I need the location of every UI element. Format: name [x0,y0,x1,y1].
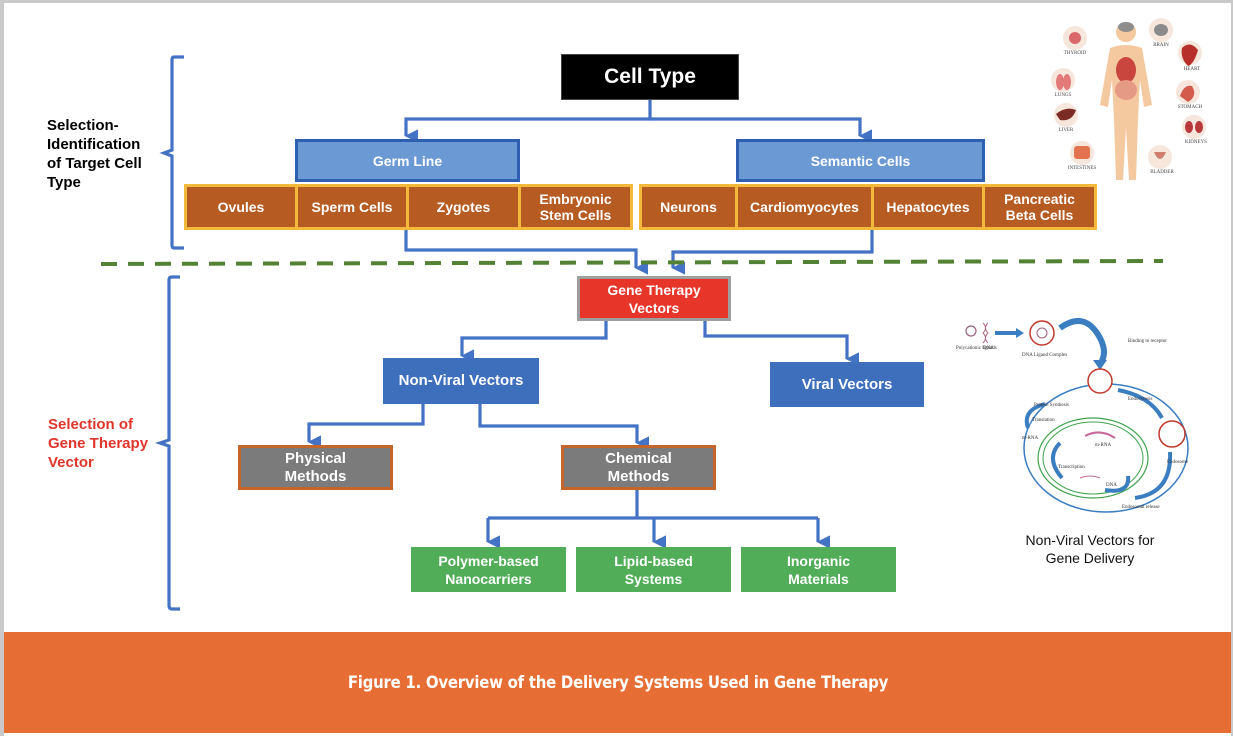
connector-nonviral-physical [307,404,425,449]
label-dna-nucleus: DNA [1106,483,1117,488]
dna-icon [982,322,989,344]
connector-germline-vectors [404,229,649,275]
figure-caption: Figure 1. Overview of the Delivery Syste… [347,672,888,693]
cell-type-root: Cell Type [561,54,739,100]
label-endosomal-release: Endosomal release [1122,505,1160,510]
section-divider [100,259,1164,266]
organ-label: THYROID [1064,51,1087,56]
cell-sperm-cells: Sperm Cells [298,187,406,227]
cell-ovules: Ovules [187,187,295,227]
endosome-icon [1158,420,1186,448]
organ-label: LUNGS [1055,93,1072,98]
material-inorganic-materials: Inorganic Materials [741,547,896,592]
category-semantic-cells: Semantic Cells [736,139,985,182]
delivery-illustration-caption: Non-Viral Vectors for Gene Delivery [1025,532,1155,566]
label-transcription: Transcription [1058,465,1085,470]
connector-celltype-germline [404,100,652,143]
figure-page [4,3,1231,736]
section1-label: Selection- Identification of Target Cell… [47,117,142,191]
section2-label: Selection of Gene Therapy Vector [48,416,149,471]
binding-arrow-icon [1058,317,1107,366]
connector-nonviral-chemical [478,404,650,450]
gene-therapy-vectors-root: Gene Therapy Vectors [577,276,731,321]
connector-celltype-semantic [650,117,873,143]
label-endocytosis: Endocytosis [1128,397,1152,402]
organ-label: STOMACH [1178,105,1203,110]
organ-label: INTESTINES [1068,166,1097,171]
anatomy-illustration: THYROID BRAIN HEART LUNGS STOMACH LIVER … [1030,10,1230,185]
cell-neurons: Neurons [642,187,735,227]
method-physical: Physical Methods [238,445,393,490]
label-dna: DNA [983,346,994,351]
organ-label: BRAIN [1153,43,1169,48]
label-mrna-nucleus: m-RNA [1095,443,1112,448]
organ-label: HEART [1184,67,1200,72]
label-mrna-cytoplasm: m-RNA [1022,436,1039,441]
method-chemical: Chemical Methods [561,445,716,490]
label-ligands: Polycationic ligands [956,346,997,351]
cell-zygotes: Zygotes [409,187,518,227]
type-non-viral-vectors: Non-Viral Vectors [383,358,539,404]
material-polymer-based-nanocarriers: Polymer-based Nanocarriers [411,547,566,592]
ligand-icon [965,325,977,337]
label-binding: Binding to receptor [1128,339,1167,344]
connector-vectors-nonviral [460,320,608,363]
organ-label: LIVER [1059,128,1074,133]
nucleus [1037,417,1149,499]
cell-pancreatic-beta-cells: Pancreatic Beta Cells [985,187,1094,227]
cell-delivery-diagram: Polycationic ligands DNA DNA Ligand Comp… [956,317,1189,513]
type-viral-vectors: Viral Vectors [770,362,924,407]
germ-line-cell-row: Ovules Sperm Cells Zygotes Embryonic Ste… [184,184,633,230]
connector-semantic-vectors [671,229,874,275]
connector-vectors-viral [703,320,860,366]
section2-brace [154,275,180,611]
cell-hepatocytes: Hepatocytes [874,187,982,227]
label-endosome: Endosome [1167,460,1189,465]
label-translation: Translation [1032,418,1055,423]
label-protein-synthesis: Protein Synthesis [1034,403,1069,408]
organ-label: BLADDER [1150,170,1174,175]
section1-brace [159,55,184,250]
semantic-cell-row: Neurons Cardiomyocytes Hepatocytes Pancr… [639,184,1097,230]
non-viral-delivery-illustration: Polycationic ligands DNA DNA Ligand Comp… [950,317,1190,518]
label-complex: DNA Ligand Complex [1022,353,1068,358]
cell-cardiomyocytes: Cardiomyocytes [738,187,871,227]
organ-icons [1051,18,1206,169]
cell-embryonic-stem-cells: Embryonic Stem Cells [521,187,630,227]
complex-icon [1029,320,1055,346]
human-body-icon: THYROID BRAIN HEART LUNGS STOMACH LIVER … [1051,18,1207,180]
figure-caption-bar: Figure 1. Overview of the Delivery Syste… [4,632,1231,733]
material-lipid-based-systems: Lipid-based Systems [576,547,731,592]
organ-label: KIDNEYS [1185,140,1207,145]
category-germ-line: Germ Line [295,139,520,182]
